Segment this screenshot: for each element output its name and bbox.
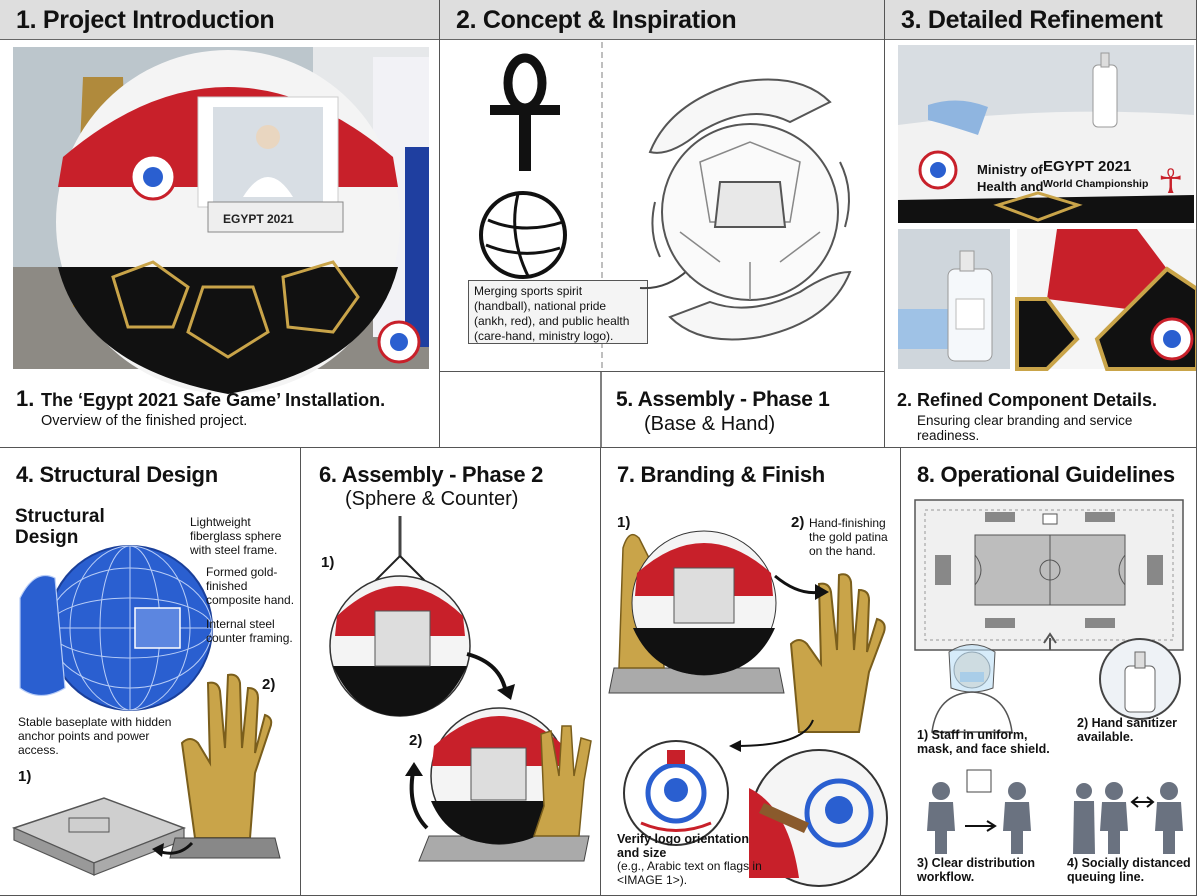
hoisted-sphere <box>329 516 471 717</box>
label-verify-detail: (e.g., Arabic text on flags in <IMAGE 1>… <box>617 859 762 887</box>
assembled-unit <box>418 707 592 862</box>
sanitizer-illustration <box>1099 638 1181 720</box>
sign-line-3: EGYPT 2021 <box>1043 158 1132 175</box>
label-counter-framing: Internal steel counter framing. <box>206 617 293 645</box>
installation-photo: EGYPT 2021 <box>13 47 429 394</box>
caption-body: Ensuring clear branding and service read… <box>917 413 1133 443</box>
panel-project-introduction: 1. Project Introduction EGYPT 2021 1. Th… <box>0 0 440 448</box>
logo-closeup-2 <box>749 749 888 887</box>
panel-subtitle: (Base & Hand) <box>644 413 776 435</box>
staff-illustration <box>931 644 1013 733</box>
panel-detailed-refinement: 3. Detailed Refinement ☥ Ministry of Hea… <box>885 0 1197 448</box>
branded-unit <box>608 530 785 694</box>
label-gold-hand: Formed gold-finished composite hand. <box>206 565 295 607</box>
guideline-staff: 1) Staff in uniform, mask, and face shie… <box>917 728 1050 757</box>
queue-illustration <box>1073 782 1183 854</box>
inner-title-line-1: Structural <box>15 506 105 527</box>
guideline-queue: 4) Socially distanced queuing line. <box>1067 856 1191 885</box>
caption-number: 1. <box>16 386 35 411</box>
logo-closeup-1 <box>623 740 729 846</box>
step-number-1: 1) <box>18 768 32 785</box>
panel-title: 6. Assembly - Phase 2 <box>319 462 544 487</box>
panel-concept-inspiration: 2. Concept & Inspiration Merging sports … <box>440 0 885 372</box>
floor-plan <box>914 499 1184 651</box>
panel-subtitle: (Sphere & Counter) <box>345 488 519 510</box>
svg-text:EGYPT 2021: EGYPT 2021 <box>223 212 294 226</box>
caption-title: 2. Refined Component Details. <box>897 390 1158 410</box>
panel-header: 3. Detailed Refinement <box>885 0 1196 40</box>
sign-photo: ☥ <box>898 45 1194 223</box>
panel-branding-finish: 7. Branding & Finish 1) 2) Hand-finishin… <box>601 448 901 896</box>
panel-assembly-phase-1: 5. Assembly - Phase 1 (Base & Hand) <box>440 372 885 448</box>
panel-title: 8. Operational Guidelines <box>917 462 1175 487</box>
step-number-1: 1) <box>617 514 631 531</box>
panel-title: 7. Branding & Finish <box>617 462 825 487</box>
ball-closeup-photo <box>1015 229 1196 371</box>
divider-vertical <box>600 372 602 447</box>
guideline-workflow: 3) Clear distribution workflow. <box>917 856 1036 885</box>
panel-header: 1. Project Introduction <box>0 0 439 40</box>
panel-title: 4. Structural Design <box>16 462 218 487</box>
inner-title-line-2: Design <box>15 527 79 548</box>
baseplate-illustration <box>11 797 187 876</box>
concept-note: Merging sports spirit (handball), nation… <box>468 280 648 344</box>
panel-assembly-phase-2: 6. Assembly - Phase 2 (Sphere & Counter)… <box>301 448 601 896</box>
label-hand-finishing: Hand-finishing the gold patina on the ha… <box>809 516 888 558</box>
panel-title: 5. Assembly - Phase 1 <box>616 388 830 411</box>
gold-hand-illustration <box>169 673 281 859</box>
svg-text:☥: ☥ <box>1158 162 1183 202</box>
ankh-icon <box>490 53 560 171</box>
label-baseplate: Stable baseplate with hidden anchor poin… <box>18 715 172 757</box>
label-fiberglass: Lightweight fiberglass sphere with steel… <box>190 515 282 557</box>
panel-header: 2. Concept & Inspiration <box>440 0 884 40</box>
arrow-down <box>466 652 515 700</box>
panel-operational-guidelines: 8. Operational Guidelines 1) Staff in un… <box>901 448 1197 896</box>
label-verify-logo: Verify logo orientation and size <box>617 832 749 861</box>
step-number-1: 1) <box>321 554 335 571</box>
step-number-2: 2) <box>409 732 423 749</box>
handball-icon <box>479 191 567 279</box>
caption-title: The ‘Egypt 2021 Safe Game’ Installation. <box>41 390 386 410</box>
sketch-hands-ball <box>648 78 852 341</box>
step-number-2: 2) <box>791 514 805 531</box>
step-number-2: 2) <box>262 676 276 693</box>
curved-arrow <box>152 841 194 857</box>
arrow-up <box>405 762 429 830</box>
sign-line-1: Ministry of <box>977 162 1043 177</box>
arrow-curve-left <box>729 719 814 752</box>
guideline-sanitizer: 2) Hand sanitizer available. <box>1077 716 1178 745</box>
finished-hand <box>789 573 886 733</box>
wireframe-sphere <box>19 545 213 711</box>
panel-structural-design: 4. Structural Design Structural Design L… <box>0 448 301 896</box>
sign-line-2: Health and <box>977 179 1044 194</box>
sanitizer-photo <box>898 229 1010 369</box>
caption-body: Overview of the finished project. <box>41 413 248 429</box>
sign-line-4: World Championship <box>1043 178 1149 190</box>
arrow-curve-right <box>774 574 829 600</box>
distribution-illustration <box>927 769 1031 854</box>
